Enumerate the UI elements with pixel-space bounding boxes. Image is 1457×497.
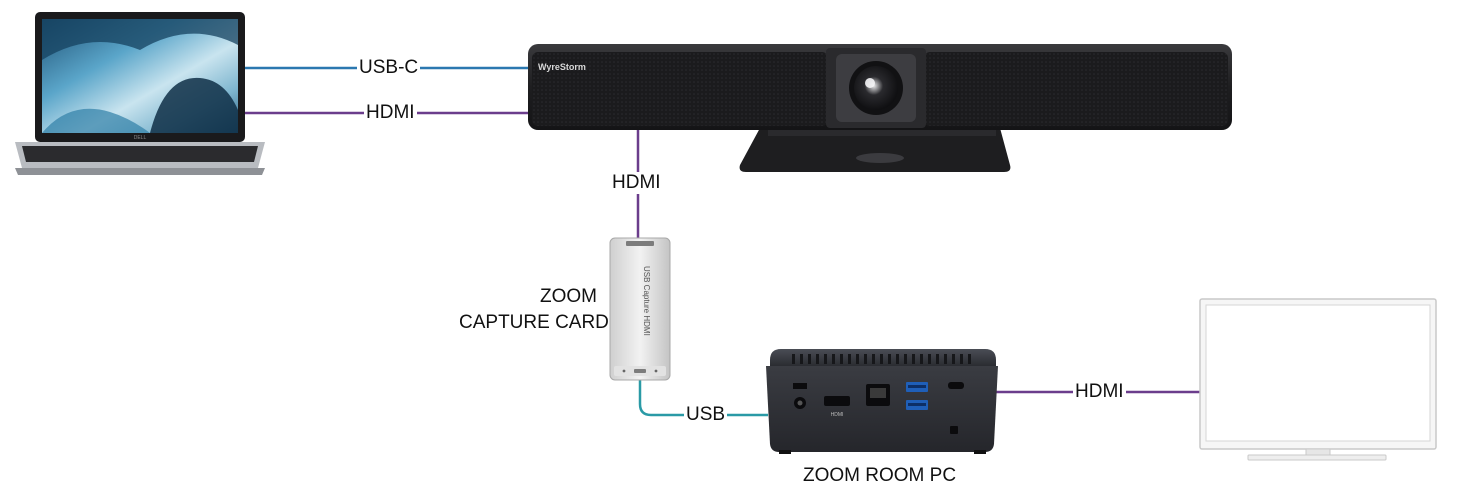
capture-usb-cable xyxy=(638,378,768,417)
capture-usb-label: USB xyxy=(684,404,728,426)
laptop: DELL xyxy=(15,12,265,175)
soundbar-hdmi-label: HDMI xyxy=(610,172,663,194)
usbc-label: USB-C xyxy=(357,57,421,79)
capture-card-caption-line2: CAPTURE CARD xyxy=(459,312,609,333)
soundbar-brand-logo: WyreStorm xyxy=(538,62,586,72)
pc-caption: ZOOM ROOM PC xyxy=(803,465,957,486)
pc-display-hdmi-label: HDMI xyxy=(1073,381,1126,403)
capture-card-caption-line1: ZOOM xyxy=(540,286,597,307)
laptop-hdmi-label: HDMI xyxy=(364,102,417,124)
zoom-room-pc: HDMI xyxy=(766,349,998,454)
capture-card-label: USB Capture HDMI xyxy=(642,266,651,336)
laptop-logo: DELL xyxy=(134,135,147,141)
video-soundbar: WyreStorm xyxy=(528,44,1232,172)
display-monitor xyxy=(1199,298,1437,461)
pc-hdmi-port-label: HDMI xyxy=(831,412,844,418)
capture-card: USB Capture HDMI xyxy=(609,237,671,381)
